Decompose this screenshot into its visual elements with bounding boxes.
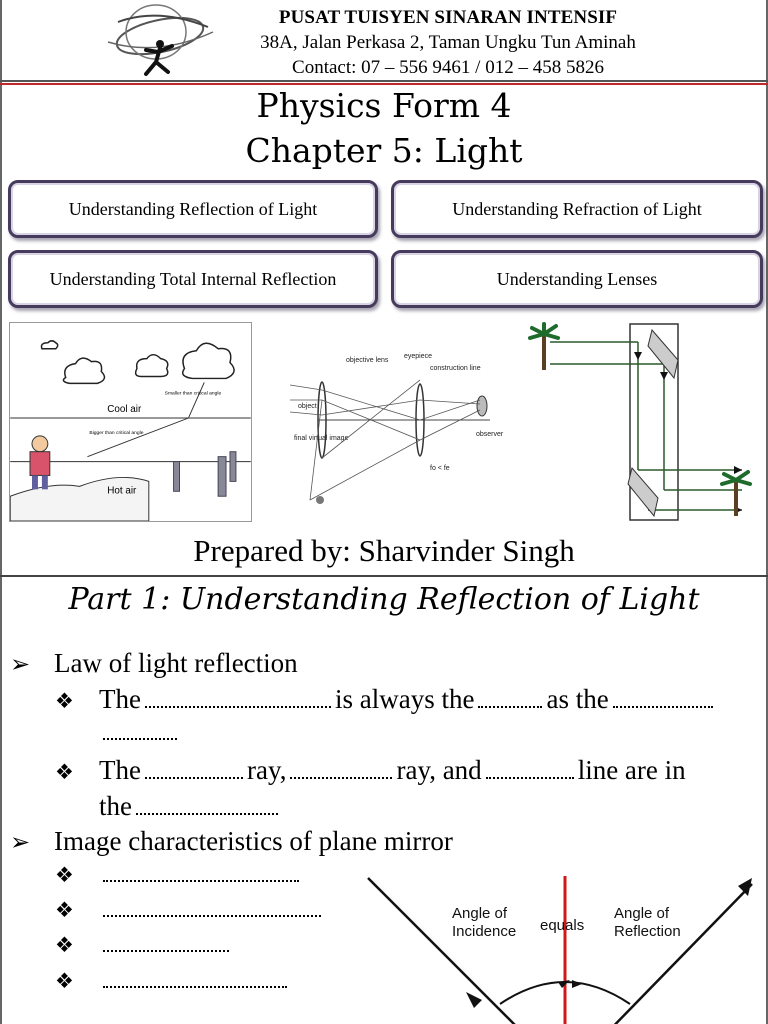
characteristic-1: ❖ — [55, 862, 303, 888]
mirage-illustration: Cool air Smaller than critical angle Big… — [9, 322, 252, 522]
diamond-bullet-icon: ❖ — [55, 689, 74, 713]
topic-lenses: Understanding Lenses — [391, 250, 763, 308]
topic-refraction: Understanding Refraction of Light — [391, 180, 763, 238]
eyepiece-label: eyepiece — [404, 353, 432, 360]
law-heading: Law of light reflection — [54, 648, 298, 678]
bullet-image-characteristics: ➢ Image characteristics of plane mirror — [10, 826, 453, 857]
header: PUSAT TUISYEN SINARAN INTENSIF 38A, Jala… — [0, 0, 768, 85]
object-label: object — [298, 403, 317, 410]
header-rule — [0, 80, 768, 82]
diamond-bullet-icon: ❖ — [55, 863, 74, 887]
blank-field[interactable] — [612, 688, 713, 708]
blank-field[interactable] — [144, 759, 243, 779]
blank-field[interactable] — [103, 932, 229, 952]
law-statement-2: ❖ The ray, ray, and line are in — [55, 755, 686, 785]
telescope-diagram: objective lens eyepiece construction lin… — [290, 353, 504, 504]
school-name: PUSAT TUISYEN SINARAN INTENSIF — [278, 7, 618, 28]
diamond-bullet-icon: ❖ — [55, 933, 74, 957]
topic-reflection: Understanding Reflection of Light — [8, 180, 378, 238]
blank-field[interactable] — [103, 897, 321, 917]
header-rule-red — [0, 83, 768, 85]
blank-field[interactable] — [290, 759, 393, 779]
school-logo — [107, 4, 214, 76]
bigger-angle-label: Bigger than critical angle — [89, 430, 143, 436]
characteristic-4: ❖ — [55, 968, 291, 994]
law-statement-2-cont: the — [99, 791, 282, 822]
palm-tree-bottom — [720, 470, 752, 516]
blank-field[interactable] — [103, 968, 287, 988]
section-divider — [0, 575, 768, 577]
law-statement-1: ❖ The is always the as the — [55, 684, 717, 715]
topic-total-internal-reflection: Understanding Total Internal Reflection — [8, 250, 378, 308]
person-figure — [29, 435, 51, 490]
equals-label: equals — [540, 917, 584, 934]
construction-line-label: construction line — [430, 365, 481, 372]
blank-field[interactable] — [103, 862, 299, 882]
image-heading: Image characteristics of plane mirror — [54, 826, 453, 856]
final-image-label: final virtual image — [294, 435, 349, 442]
diamond-bullet-icon: ❖ — [55, 898, 74, 922]
page-title-chapter: Chapter 5: Light — [245, 131, 523, 170]
observer-label: observer — [476, 431, 504, 438]
periscope-diagram — [528, 322, 752, 521]
page-border-left — [0, 0, 2, 1024]
arrow-bullet-icon: ➢ — [10, 830, 31, 856]
prepared-by: Prepared by: Sharvinder Singh — [193, 533, 575, 568]
page-title-subject: Physics Form 4 — [256, 86, 512, 125]
diamond-bullet-icon: ❖ — [55, 760, 74, 784]
objective-lens-label: objective lens — [346, 357, 389, 364]
school-address: 38A, Jalan Perkasa 2, Taman Ungku Tun Am… — [260, 32, 636, 53]
focal-length-relation: fo < fe — [430, 465, 450, 472]
blank-field[interactable] — [478, 688, 543, 708]
blank-field[interactable] — [136, 795, 278, 815]
bullet-law: ➢ Law of light reflection — [10, 648, 298, 679]
header-text: PUSAT TUISYEN SINARAN INTENSIF 38A, Jala… — [220, 5, 676, 80]
cool-air-label: Cool air — [107, 404, 142, 415]
part-title: Part 1: Understanding Reflection of Ligh… — [68, 582, 700, 617]
characteristic-3: ❖ — [55, 932, 233, 958]
law-statement-1-cont — [99, 720, 181, 740]
smaller-angle-label: Smaller than critical angle — [165, 390, 222, 396]
school-contact: Contact: 07 – 556 9461 / 012 – 458 5826 — [292, 57, 604, 78]
blank-field[interactable] — [485, 759, 574, 779]
arrow-bullet-icon: ➢ — [10, 652, 31, 678]
diamond-bullet-icon: ❖ — [55, 969, 74, 993]
palm-tree-top — [528, 322, 560, 370]
blank-field[interactable] — [103, 720, 177, 740]
hot-air-label: Hot air — [107, 485, 137, 496]
blank-field[interactable] — [144, 688, 331, 708]
page-border-right — [766, 0, 768, 1024]
characteristic-2: ❖ — [55, 897, 325, 923]
